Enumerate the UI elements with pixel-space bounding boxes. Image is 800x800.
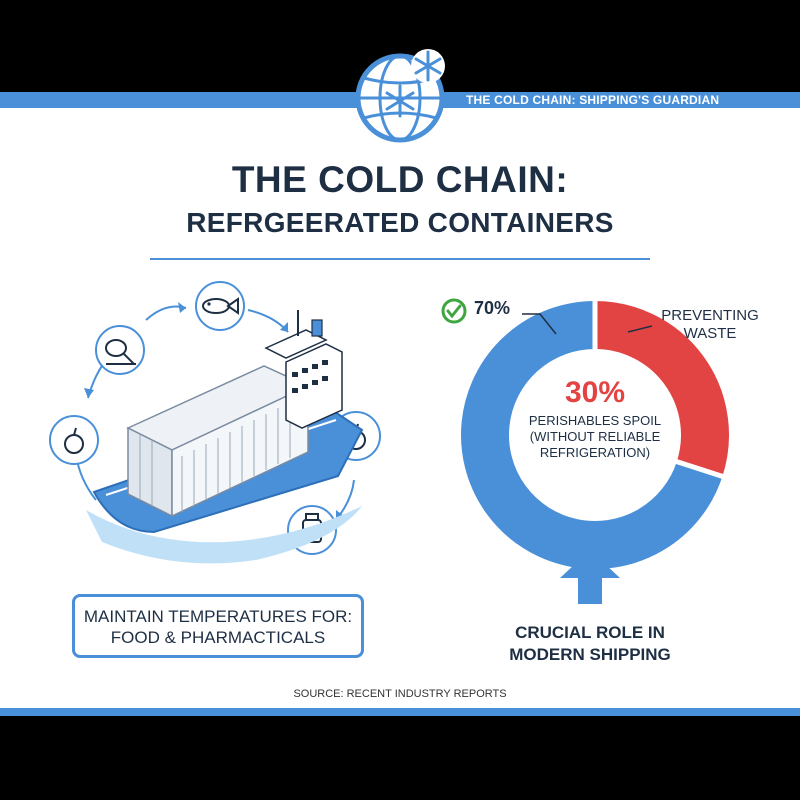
apple-icon [49, 415, 99, 465]
spoilage-donut [461, 300, 729, 569]
outer-percent-label: 70% [474, 298, 511, 318]
refrigerated-container [126, 365, 310, 518]
chicken-leg-icon [95, 325, 145, 375]
temperature-callout: MAINTAIN TEMPERATURES FOR: FOOD & PHARMA… [72, 594, 364, 658]
bottom-stripe [0, 708, 800, 716]
up-arrow-icon [560, 550, 620, 604]
checkmark-icon [441, 298, 467, 324]
donut-center-line-2: (WITHOUT RELIABLE [529, 429, 661, 444]
source-footnote: SOURCE: RECENT INDUSTRY REPORTS [293, 688, 507, 700]
donut-center-percent: 30% [564, 376, 626, 409]
role-line-2: MODERN SHIPPING [509, 645, 671, 664]
page-subtitle: REFRGEERATED CONTAINERS [186, 207, 614, 238]
temperature-line-2: FOOD & PHARMACTICALS [110, 628, 326, 647]
donut-slice-1 [594, 301, 729, 477]
role-line-1: CRUCIAL ROLE IN [515, 623, 665, 642]
page-title: THE COLD CHAIN: [231, 159, 569, 200]
waste-line-2: WASTE [683, 325, 737, 342]
role-callout: CRUCIAL ROLE IN MODERN SHIPPING [480, 622, 700, 666]
donut-center-line-3: REFRIGERATION) [539, 445, 651, 460]
fish-icon [195, 281, 245, 331]
banner-text: THE COLD CHAIN: SHIPPING'S GUARDIAN [466, 93, 720, 107]
donut-center-text: PERISHABLES SPOIL (WITHOUT RELIABLE REFR… [510, 413, 680, 461]
title-divider [150, 258, 650, 260]
preventing-waste-label: PREVENTING WASTE [650, 307, 770, 343]
ship-illustration [49, 281, 381, 564]
header-banner: THE COLD CHAIN: SHIPPING'S GUARDIAN [440, 92, 800, 108]
donut-separator-2 [674, 458, 726, 480]
ship-bridge [264, 310, 343, 429]
donut-center-line-1: PERISHABLES SPOIL [528, 413, 662, 428]
donut-slice-2 [461, 301, 723, 569]
globe-snowflake-icon [355, 49, 445, 143]
waste-line-1: PREVENTING [661, 307, 759, 324]
temperature-line-1: MAINTAIN TEMPERATURES FOR: [83, 607, 353, 626]
